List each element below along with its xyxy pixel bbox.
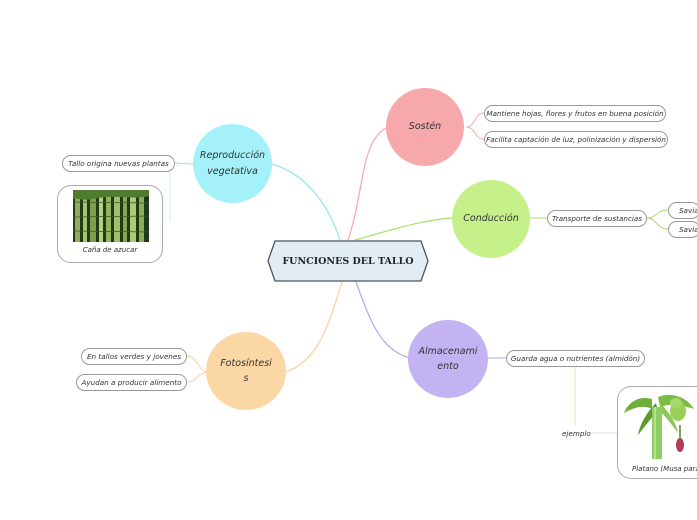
connector-fotosintesis bbox=[285, 281, 343, 373]
node-reproduccion[interactable]: Reproducción vegetativa bbox=[193, 124, 272, 203]
connector-almacenamiento bbox=[355, 281, 411, 359]
connector-conduccion bbox=[354, 217, 453, 241]
sugarcane-image bbox=[73, 190, 149, 242]
connector-sosten-item2 bbox=[465, 126, 485, 140]
connector-fotosintesis-item1 bbox=[186, 355, 209, 373]
almacenamiento-item-1[interactable]: Guarda agua o nutrientes (almidón) bbox=[506, 350, 645, 367]
node-conduccion[interactable]: Conducción bbox=[452, 180, 530, 258]
reproduccion-item-1[interactable]: Tallo origina nuevas plantas bbox=[62, 155, 175, 172]
sosten-item-1[interactable]: Mantiene hojas, flores y frutos en buena… bbox=[484, 105, 666, 122]
connector-fotosintesis-item2 bbox=[186, 371, 209, 383]
conduccion-subitem-1[interactable]: Savia bbox=[668, 202, 697, 219]
node-fotosintesis-label-2: s bbox=[243, 373, 249, 384]
banana-plant-image bbox=[618, 389, 697, 459]
node-reproduccion-label-1: Reproducción bbox=[199, 150, 266, 162]
sugarcane-image-caption: Caña de azucar bbox=[82, 246, 138, 254]
sosten-item-2[interactable]: Facilita captación de luz, polinización … bbox=[484, 131, 668, 148]
central-title: FUNCIONES DEL TALLO bbox=[282, 255, 414, 267]
connector-sosten-item1 bbox=[465, 112, 485, 128]
node-sosten[interactable]: Sostén bbox=[386, 88, 464, 166]
node-conduccion-label: Conducción bbox=[463, 213, 519, 225]
connector-sosten bbox=[347, 126, 389, 241]
node-sosten-label: Sostén bbox=[408, 121, 442, 133]
example-label: ejemplo bbox=[562, 429, 591, 438]
node-fotosintesis-label-1: Fotosíntesi bbox=[220, 357, 272, 369]
node-almacenamiento-label-1: Almacenami bbox=[418, 345, 478, 357]
fotosintesis-item-2[interactable]: Ayudan a producir alimento bbox=[76, 374, 187, 391]
sugarcane-image-card[interactable]: Caña de azucar bbox=[57, 185, 163, 263]
conduccion-subitem-2[interactable]: Savia bbox=[668, 221, 697, 238]
connector-reproduccion bbox=[271, 163, 341, 241]
banana-image-card[interactable]: Platano (Musa paradi bbox=[617, 386, 697, 479]
banana-image-caption: Platano (Musa paradi bbox=[632, 465, 697, 473]
connector-conduccion-sub1 bbox=[646, 209, 669, 219]
node-reproduccion-label-2: vegetativa bbox=[207, 165, 258, 177]
connector-conduccion-sub2 bbox=[646, 217, 669, 230]
connector-reproduccion-item bbox=[174, 162, 194, 165]
node-almacenamiento[interactable]: Almacenami ento bbox=[408, 320, 488, 398]
node-almacenamiento-label-2: ento bbox=[437, 361, 459, 372]
central-node[interactable]: FUNCIONES DEL TALLO bbox=[267, 240, 429, 282]
conduccion-item-1[interactable]: Transporte de sustancias bbox=[547, 210, 647, 227]
fotosintesis-item-1[interactable]: En tallos verdes y jovenes bbox=[81, 348, 187, 365]
node-fotosintesis[interactable]: Fotosíntesi s bbox=[206, 332, 286, 410]
central-node-shape bbox=[267, 240, 429, 282]
